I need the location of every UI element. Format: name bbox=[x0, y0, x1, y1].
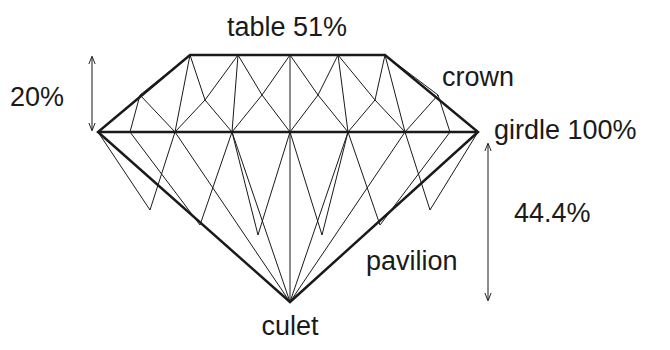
facet-line bbox=[290, 132, 322, 235]
facet-line bbox=[232, 132, 258, 235]
part-name: pavilion bbox=[366, 248, 458, 275]
facet-line bbox=[322, 132, 348, 235]
facet-line bbox=[258, 132, 290, 235]
facet-line bbox=[190, 55, 205, 100]
facet-line bbox=[232, 95, 262, 132]
crown-height-arrow bbox=[92, 57, 93, 130]
facet-line bbox=[338, 55, 375, 100]
facet-line bbox=[290, 55, 291, 132]
dimension-label: 20% bbox=[10, 84, 64, 111]
dimension-label: 44.4% bbox=[514, 200, 591, 227]
diamond-outline bbox=[98, 55, 478, 302]
facet-line bbox=[348, 100, 375, 132]
facet-line bbox=[375, 100, 405, 132]
pavilion-height-arrow bbox=[488, 144, 489, 300]
facet-line bbox=[318, 95, 348, 132]
facet-line bbox=[290, 132, 405, 302]
facet-line bbox=[205, 55, 238, 100]
facet-line bbox=[205, 100, 232, 132]
facet-line bbox=[200, 132, 232, 225]
facet-line bbox=[232, 55, 238, 132]
facet-line bbox=[385, 55, 405, 132]
facet-line bbox=[290, 95, 318, 132]
facet-line bbox=[405, 95, 438, 132]
facet-line bbox=[338, 55, 348, 132]
facet-line bbox=[348, 132, 380, 225]
facet-line bbox=[318, 55, 338, 95]
facet-line bbox=[262, 55, 290, 95]
facet-line bbox=[430, 132, 478, 210]
part-name: culet bbox=[261, 313, 318, 340]
facet-line bbox=[262, 95, 290, 132]
facet-line bbox=[175, 100, 205, 132]
facet-line bbox=[405, 132, 430, 210]
girdle-line bbox=[98, 131, 478, 134]
part-name: crown bbox=[442, 64, 514, 91]
dimension-label: table 51% bbox=[227, 14, 347, 41]
part-label: girdle 100% bbox=[494, 117, 637, 144]
facet-line bbox=[130, 132, 200, 225]
facet-line bbox=[290, 55, 318, 95]
facet-line bbox=[290, 132, 291, 302]
facet-line bbox=[375, 55, 385, 100]
facet-line bbox=[140, 95, 175, 132]
facet-line bbox=[238, 55, 262, 95]
